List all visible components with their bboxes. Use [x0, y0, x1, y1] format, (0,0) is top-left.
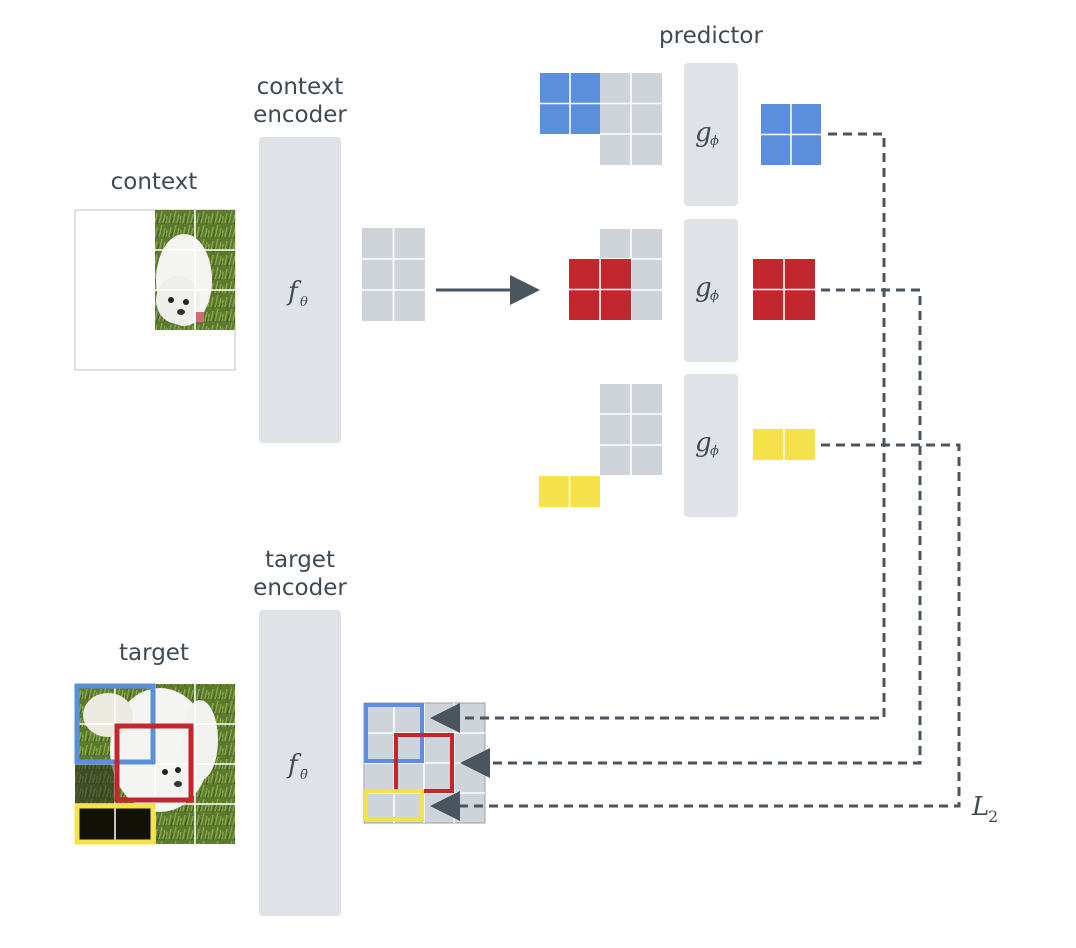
predictor-subscript-2: ϕ — [710, 289, 719, 304]
predictor-symbol-3: g — [695, 428, 712, 458]
context-image — [74, 209, 236, 371]
predictor-box-3 — [684, 374, 738, 517]
predictor-input-yellow — [539, 384, 662, 507]
context-label: context — [111, 169, 198, 195]
context-encoder-label-line2: encoder — [253, 102, 347, 128]
predicted-yellow — [753, 429, 815, 460]
target-encoder-subscript: θ̄ — [300, 768, 308, 783]
context-encoder-subscript: θ — [300, 295, 308, 310]
loss-label: L — [971, 792, 989, 822]
predictor-label: predictor — [659, 23, 763, 49]
predictor-box-2 — [684, 219, 738, 362]
target-image — [74, 683, 235, 845]
predictor-symbol-2: g — [695, 273, 712, 303]
predicted-blue — [761, 104, 821, 165]
target-encoder-box — [259, 610, 341, 916]
predictor-input-red — [569, 229, 662, 320]
predicted-red — [753, 259, 815, 320]
context-encoder-label-line1: context — [257, 74, 344, 100]
predictor-input-blue — [540, 73, 662, 165]
predictor-subscript-3: ϕ — [710, 444, 719, 459]
target-label: target — [119, 640, 189, 666]
context-representation — [362, 228, 425, 321]
loss-connections — [430, 132, 961, 821]
target-encoder-label-line1: target — [265, 547, 335, 573]
target-encoder-label-line2: encoder — [253, 575, 347, 601]
loss-subscript: 2 — [988, 807, 998, 826]
predictor-subscript-1: ϕ — [710, 134, 719, 149]
context-encoder-box — [259, 137, 341, 443]
predictor-box-1 — [684, 63, 738, 206]
predictor-symbol-1: g — [695, 118, 712, 148]
